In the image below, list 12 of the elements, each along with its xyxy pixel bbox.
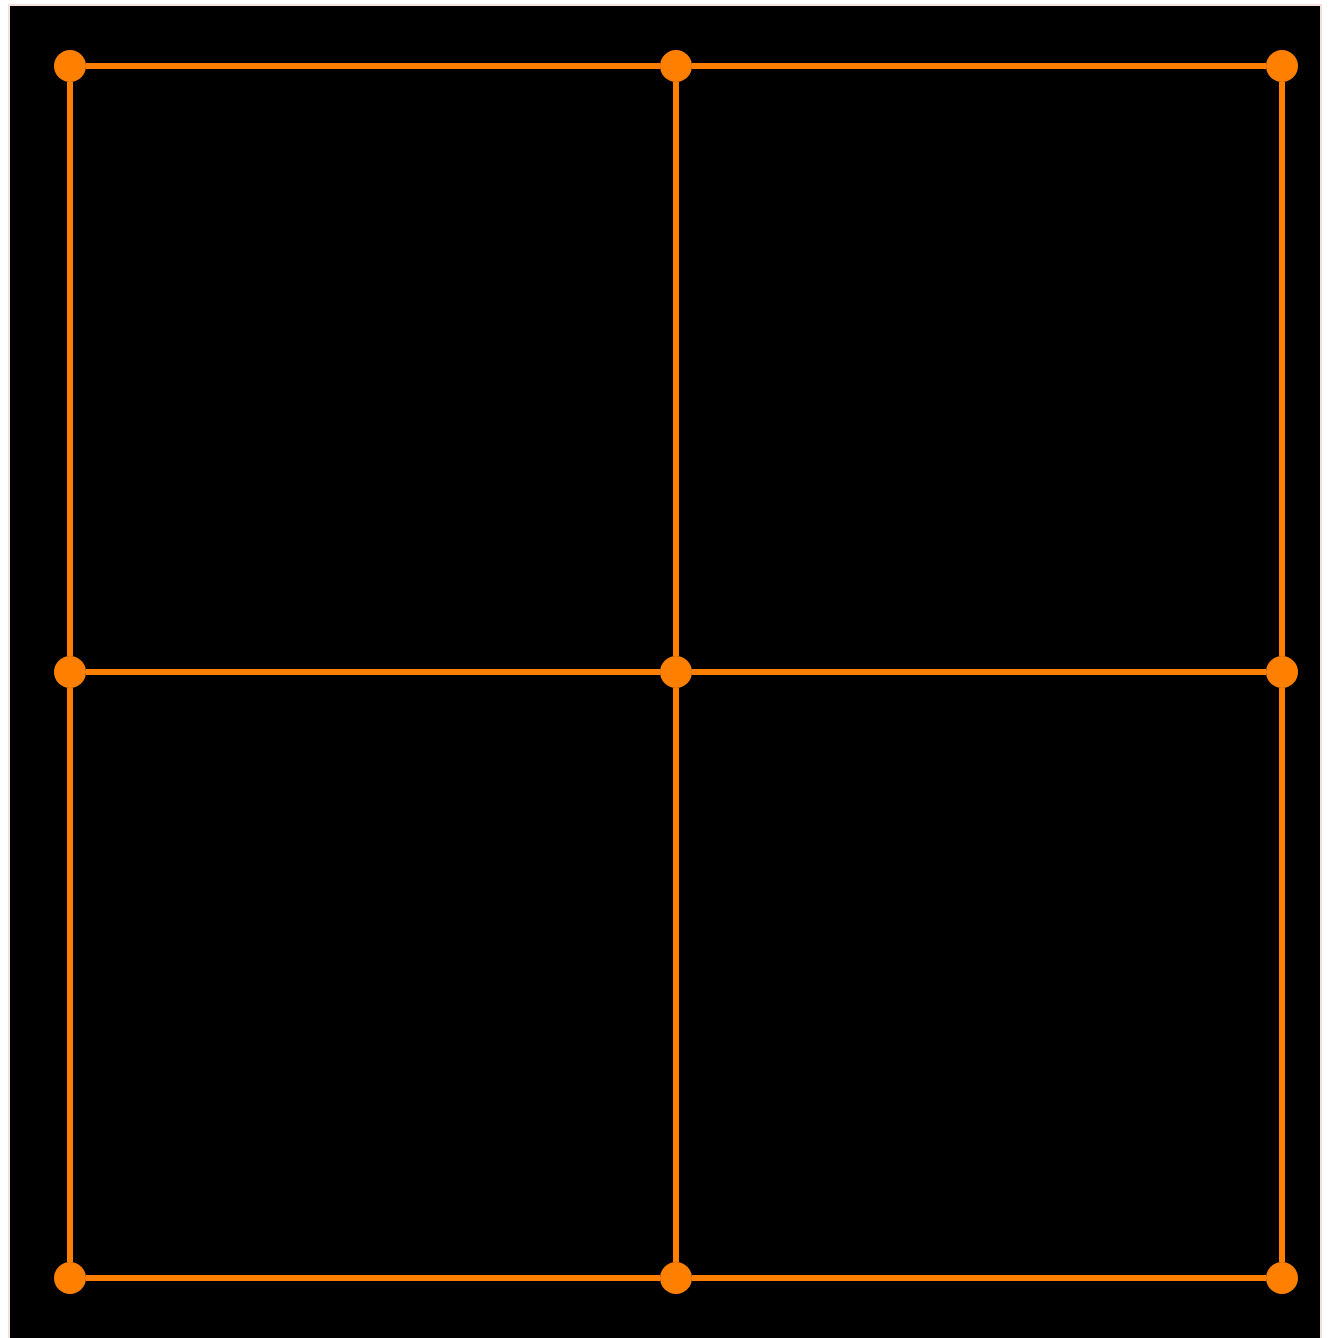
connector-line: [1279, 688, 1285, 1262]
connector-line: [692, 669, 1266, 675]
connector-line: [1279, 82, 1285, 656]
connector-line: [692, 1275, 1266, 1281]
connector-line: [67, 82, 73, 656]
connector-line: [692, 63, 1266, 69]
connector-line: [86, 63, 660, 69]
connector-line: [673, 688, 679, 1262]
connector-line: [67, 688, 73, 1262]
connector-line: [86, 1275, 660, 1281]
connector-line: [86, 669, 660, 675]
connector-line: [673, 82, 679, 656]
